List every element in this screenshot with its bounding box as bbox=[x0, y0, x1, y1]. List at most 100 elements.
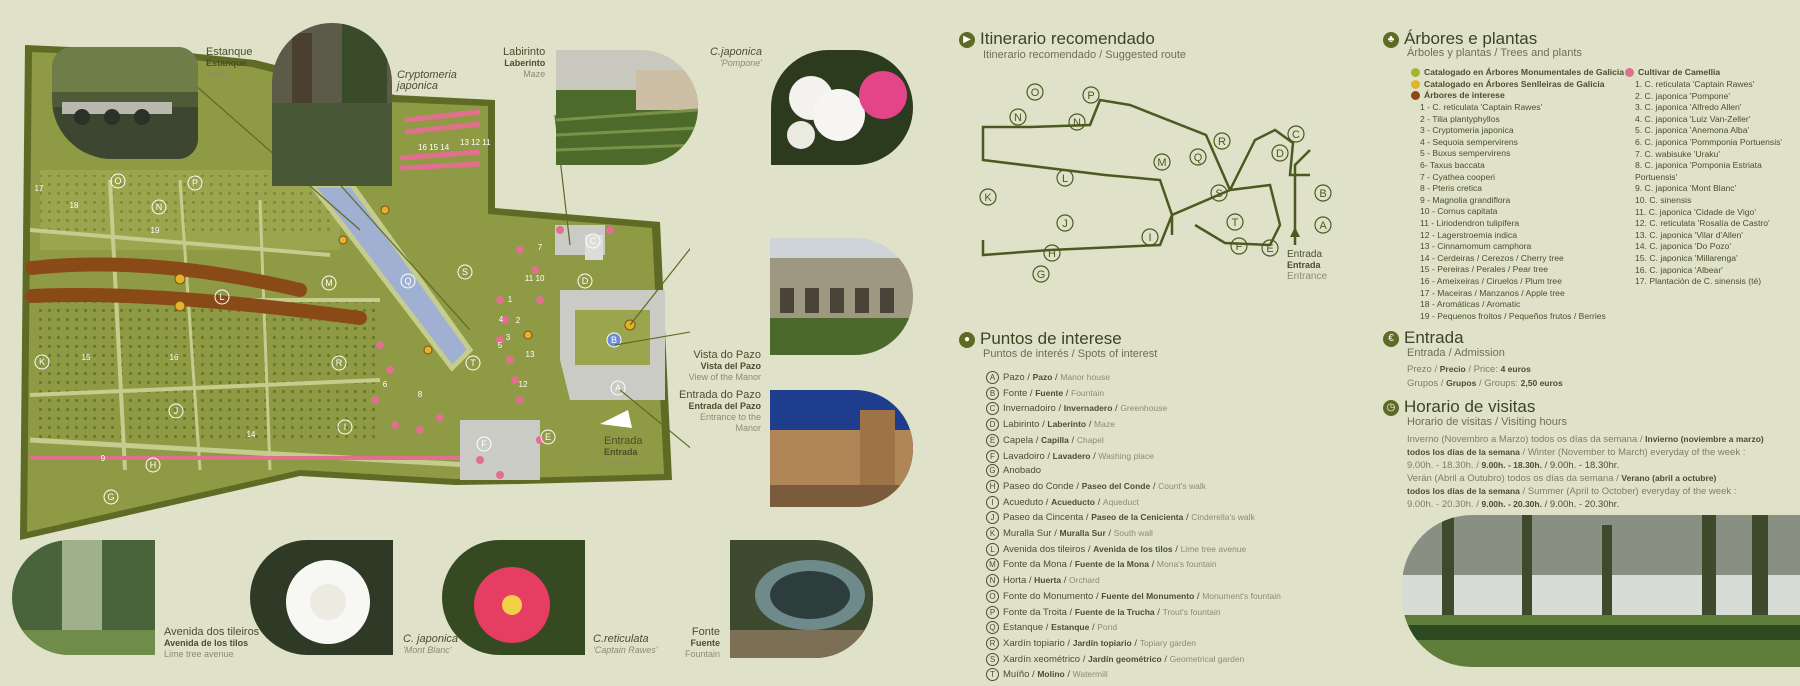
hours-title: ◷Horario de visitas bbox=[1383, 397, 1535, 417]
hours-winter: Inverno (Novembro a Marzo) todos os días… bbox=[1407, 434, 1764, 471]
poi-letter: B bbox=[986, 386, 999, 400]
svg-text:T: T bbox=[1232, 217, 1239, 229]
poi-name-gl: Fonte da Mona bbox=[1003, 559, 1067, 571]
svg-text:3: 3 bbox=[506, 333, 511, 342]
svg-text:A: A bbox=[1319, 220, 1327, 232]
poi-name-en: Cinderella's walk bbox=[1191, 512, 1255, 523]
poi-name-en: Pond bbox=[1097, 622, 1118, 633]
tree-item: 15 - Pereiras / Perales / Pear tree bbox=[1420, 264, 1549, 275]
photo-fonte bbox=[730, 540, 873, 658]
map-marker-P: P bbox=[187, 175, 203, 191]
map-marker-N: N bbox=[151, 199, 167, 215]
poi-name-gl: Paseo do Conde bbox=[1003, 480, 1074, 492]
poi-letter: L bbox=[986, 542, 999, 556]
poi-name-en: Manor house bbox=[1060, 372, 1110, 382]
photo-cryptomeria bbox=[272, 23, 392, 186]
tree-item: 19 - Pequenos froitos / Pequeños frutos … bbox=[1420, 310, 1606, 321]
poi-name-ca: Jardín geométrico bbox=[1088, 653, 1162, 664]
poi-name-gl: Avenida dos tileiros bbox=[1003, 543, 1086, 555]
map-marker-A: A bbox=[610, 380, 626, 396]
map-marker-S: S bbox=[457, 264, 473, 280]
poi-name-gl: Horta bbox=[1003, 575, 1027, 587]
camellia-item: 3. C. japonica 'Alfredo Allen' bbox=[1635, 102, 1742, 113]
poi-subtitle: Puntos de interés / Spots of interest bbox=[983, 348, 1158, 360]
poi-letter: R bbox=[986, 636, 999, 650]
poi-name-gl: Invernadoiro bbox=[1003, 403, 1056, 415]
tree-item: 17 - Maceiras / Manzanos / Apple tree bbox=[1420, 287, 1565, 298]
svg-text:19: 19 bbox=[151, 226, 160, 235]
svg-text:O: O bbox=[114, 176, 121, 186]
svg-text:E: E bbox=[545, 432, 551, 442]
trees-title: ♣Árbores e plantas bbox=[1383, 29, 1537, 49]
svg-text:17: 17 bbox=[35, 184, 44, 193]
photo-vista-pazo bbox=[770, 238, 913, 355]
svg-text:N: N bbox=[1014, 112, 1022, 124]
garden-map[interactable]: A B C D E F G H I J K L M N O P Q R S T … bbox=[0, 0, 690, 550]
poi-name-en: Topiary garden bbox=[1139, 637, 1196, 648]
route-stop-G: G bbox=[1032, 265, 1050, 283]
poi-name-en: Maze bbox=[1094, 419, 1115, 430]
poi-name-en: Trout's fountain bbox=[1162, 606, 1221, 617]
route-diagram[interactable]: A B C D E F G H I J K L M N O P Q R S T … bbox=[970, 75, 1340, 290]
admission-groups: Grupos / Grupos / Groups: 2,50 euros bbox=[1407, 378, 1563, 389]
poi-name-ca: Muralla Sur bbox=[1059, 528, 1106, 539]
svg-text:K: K bbox=[39, 357, 45, 367]
route-subtitle: Itinerario recomendado / Suggested route bbox=[983, 49, 1187, 61]
route-stop-H: H bbox=[1043, 244, 1061, 262]
photo-mont-blanc bbox=[250, 540, 393, 655]
euro-icon: € bbox=[1383, 330, 1399, 347]
poi-name-ca: Huerta bbox=[1034, 575, 1062, 586]
camellia-item: 8. C. japonica 'Pomponia Estriata Portue… bbox=[1635, 160, 1762, 182]
route-stop-B: B bbox=[1314, 184, 1332, 202]
svg-text:5: 5 bbox=[498, 341, 503, 350]
svg-text:O: O bbox=[1031, 87, 1040, 99]
route-stop-S: S bbox=[1210, 184, 1228, 202]
route-line bbox=[981, 98, 1310, 257]
map-marker-M: M bbox=[321, 275, 337, 291]
route-stop-K: K bbox=[979, 188, 997, 206]
poi-name-ca: Estanque bbox=[1051, 622, 1090, 633]
poi-letter: A bbox=[986, 370, 999, 384]
svg-text:G: G bbox=[1037, 269, 1046, 281]
tree-item: 13 - Cinnamomum camphora bbox=[1420, 241, 1532, 252]
poi-name-gl: Fonte bbox=[1003, 387, 1028, 399]
camellia-item: 15. C. japonica 'Millarenga' bbox=[1635, 252, 1738, 263]
svg-text:2: 2 bbox=[516, 316, 521, 325]
lime-row-1 bbox=[25, 257, 307, 297]
map-marker-D: D bbox=[577, 273, 593, 289]
svg-text:B: B bbox=[611, 335, 617, 345]
poi-letter: O bbox=[986, 589, 999, 603]
tree-list-left: 1 - C. reticulata 'Captain Rawes'2 - Til… bbox=[1420, 102, 1635, 322]
poi-letter: M bbox=[986, 558, 999, 572]
tree-item: 5 - Buxus sempervirens bbox=[1420, 148, 1511, 159]
svg-text:Q: Q bbox=[1194, 152, 1203, 164]
lime-row-2 bbox=[25, 287, 367, 325]
poi-letter: J bbox=[986, 511, 999, 525]
svg-text:M: M bbox=[1157, 157, 1166, 169]
poi-name-gl: Estanque bbox=[1003, 622, 1044, 634]
route-stop-A: A bbox=[1314, 216, 1332, 234]
poi-name-ca: Fuente de la Mona bbox=[1074, 559, 1149, 570]
poi-name-en: Chapel bbox=[1076, 434, 1104, 445]
poi-name-gl: Xardín topiario bbox=[1003, 637, 1065, 649]
poi-name-en: Greenhouse bbox=[1120, 403, 1168, 414]
svg-text:F: F bbox=[481, 439, 487, 449]
svg-text:R: R bbox=[336, 358, 343, 368]
poi-name-gl: Fonte da Troita bbox=[1003, 606, 1067, 618]
poi-name-gl: Anobado bbox=[1003, 465, 1042, 477]
poi-title: ●Puntos de interese bbox=[959, 329, 1122, 349]
tree-item: 16 - Ameixeiras / Ciruelos / Plum tree bbox=[1420, 275, 1562, 286]
tree-item: 18 - Aromáticas / Aromatic bbox=[1420, 299, 1521, 310]
poi-name-en: Washing place bbox=[1098, 450, 1154, 461]
